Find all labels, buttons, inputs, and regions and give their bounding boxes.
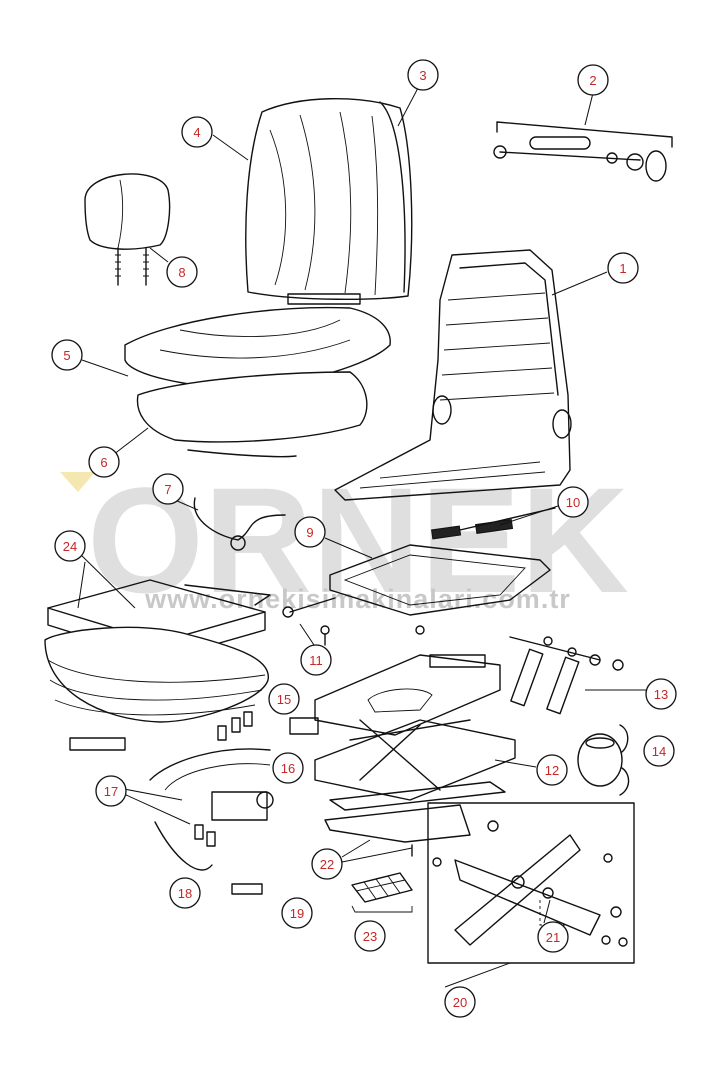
grid-plate bbox=[351, 872, 413, 913]
callout-8: 8 bbox=[166, 256, 198, 288]
callout-number: 18 bbox=[178, 886, 192, 901]
upper-mechanism bbox=[282, 544, 551, 618]
headrest bbox=[84, 173, 171, 286]
callout-number: 3 bbox=[419, 68, 426, 83]
callout-23: 23 bbox=[354, 920, 386, 952]
callout-20: 20 bbox=[444, 986, 476, 1018]
shock-absorbers bbox=[509, 636, 624, 715]
callout-7: 7 bbox=[152, 473, 184, 505]
callout-number: 20 bbox=[453, 995, 467, 1010]
callout-number: 6 bbox=[100, 455, 107, 470]
electrical-components bbox=[69, 711, 319, 895]
callout-number: 17 bbox=[104, 784, 118, 799]
callout-number: 1 bbox=[619, 261, 626, 276]
callout-9: 9 bbox=[294, 516, 326, 548]
suspension-bellows bbox=[44, 579, 271, 723]
callout-14: 14 bbox=[643, 735, 675, 767]
callout-number: 5 bbox=[63, 348, 70, 363]
callout-22: 22 bbox=[311, 848, 343, 880]
callout-number: 11 bbox=[309, 653, 323, 668]
callout-16: 16 bbox=[272, 752, 304, 784]
callout-17: 17 bbox=[95, 775, 127, 807]
callout-15: 15 bbox=[268, 683, 300, 715]
callout-number: 10 bbox=[566, 495, 580, 510]
callout-10: 10 bbox=[557, 486, 589, 518]
callout-2: 2 bbox=[577, 64, 609, 96]
air-spring bbox=[577, 724, 630, 796]
callout-number: 9 bbox=[306, 525, 313, 540]
callout-number: 8 bbox=[178, 265, 185, 280]
callout-5: 5 bbox=[51, 339, 83, 371]
callout-number: 15 bbox=[277, 692, 291, 707]
sensor-cable bbox=[193, 497, 286, 551]
callout-number: 2 bbox=[589, 73, 596, 88]
callout-number: 12 bbox=[545, 763, 559, 778]
callout-12: 12 bbox=[536, 754, 568, 786]
seat-cushion-base bbox=[136, 371, 368, 458]
callout-number: 16 bbox=[281, 761, 295, 776]
callout-number: 24 bbox=[63, 539, 77, 554]
callout-number: 22 bbox=[320, 857, 334, 872]
callout-number: 13 bbox=[654, 687, 668, 702]
callout-13: 13 bbox=[645, 678, 677, 710]
callout-number: 4 bbox=[193, 125, 200, 140]
bolts bbox=[320, 625, 425, 646]
callout-3: 3 bbox=[407, 59, 439, 91]
callout-18: 18 bbox=[169, 877, 201, 909]
slide-rails bbox=[324, 781, 506, 857]
watermark: ORNEK www.ornekisimakinalari.com.tr bbox=[60, 456, 629, 624]
adjustment-shaft-kit bbox=[493, 121, 673, 182]
callouts: 1 2 3 4 5 6 7 8 bbox=[51, 59, 677, 1018]
callout-number: 21 bbox=[546, 930, 560, 945]
callout-11: 11 bbox=[300, 644, 332, 676]
callout-number: 7 bbox=[164, 482, 171, 497]
callout-1: 1 bbox=[607, 252, 639, 284]
callout-24: 24 bbox=[54, 530, 86, 562]
detail-inset bbox=[427, 802, 635, 964]
backrest-cushion bbox=[245, 98, 413, 305]
watermark-accent bbox=[60, 472, 95, 492]
leader-lines bbox=[76, 87, 646, 988]
seat-frame bbox=[334, 249, 572, 501]
callout-number: 23 bbox=[363, 929, 377, 944]
callout-4: 4 bbox=[181, 116, 213, 148]
scissor-lift bbox=[314, 654, 516, 801]
callout-number: 14 bbox=[652, 744, 666, 759]
callout-number: 19 bbox=[290, 906, 304, 921]
callout-21: 21 bbox=[537, 921, 569, 953]
callout-6: 6 bbox=[88, 446, 120, 478]
callout-19: 19 bbox=[281, 897, 313, 929]
